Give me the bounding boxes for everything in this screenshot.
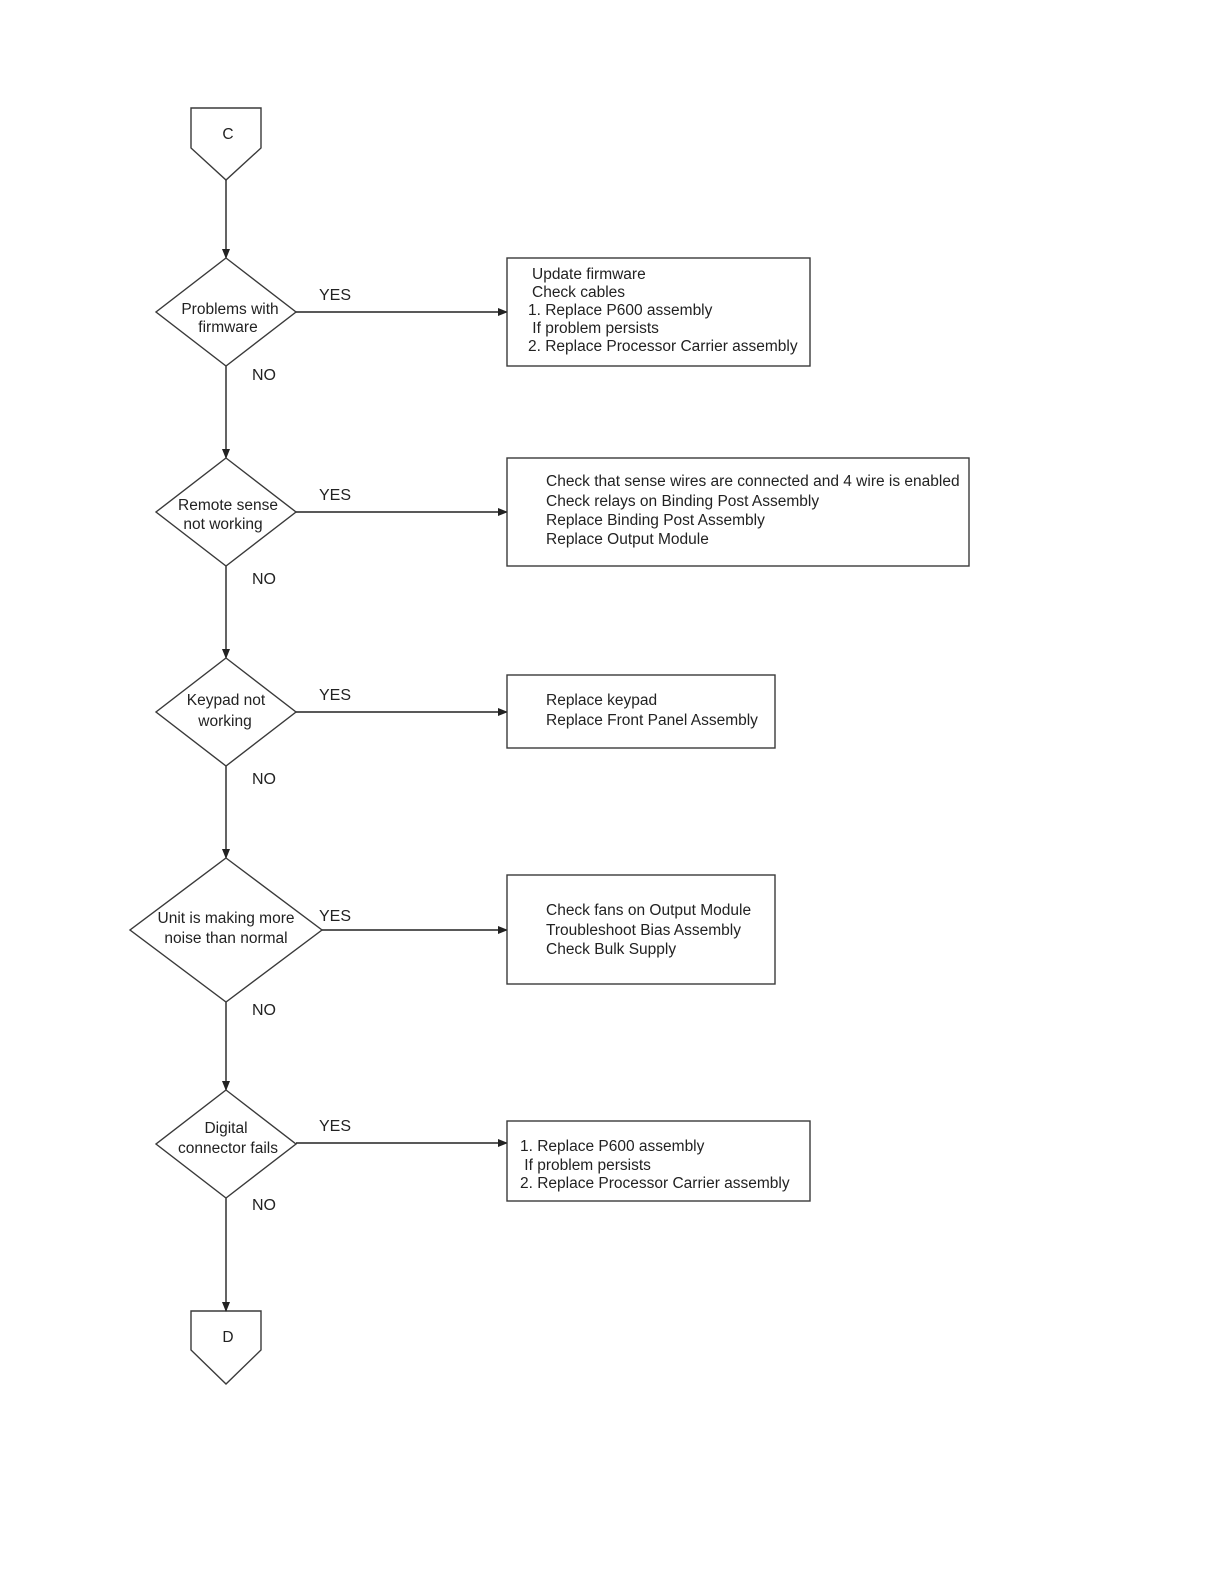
action-noise-line-1: Check fans on Output Module	[546, 902, 751, 919]
action-noise-line-3: Check Bulk Supply	[546, 941, 676, 958]
action-remote-sense: Check that sense wires are connected and…	[506, 457, 970, 567]
action-firmware-line-4: If problem persists	[528, 320, 659, 337]
decision-digital-line-1: Digital	[204, 1120, 247, 1137]
decision-firmware-line-1: Problems with	[181, 301, 278, 318]
action-firmware: Update firmware Check cables 1. Replace …	[506, 257, 811, 367]
no-label-keypad: NO	[252, 771, 276, 788]
action-noise-line-2: Troubleshoot Bias Assembly	[546, 922, 741, 939]
action-digital-box	[506, 1120, 811, 1202]
action-firmware-box	[506, 257, 811, 367]
decision-keypad-shape	[154, 657, 298, 767]
decision-firmware-line-2: firmware	[198, 319, 257, 336]
action-digital-line-2: If problem persists	[520, 1157, 651, 1174]
yes-label-remote-sense: YES	[319, 487, 351, 504]
action-firmware-line-2: Check cables	[532, 284, 625, 301]
yes-label-firmware: YES	[319, 287, 351, 304]
no-label-digital: NO	[252, 1197, 276, 1214]
decision-noise-line-1: Unit is making more	[158, 910, 295, 927]
connector-d-shape	[190, 1310, 262, 1385]
decision-keypad: Keypad not working YES NO	[154, 657, 508, 788]
decision-remote-sense-line-2: not working	[183, 516, 262, 533]
action-noise: Check fans on Output Module Troubleshoot…	[506, 874, 776, 985]
connector-d-label: D	[222, 1329, 233, 1346]
yes-label-noise: YES	[319, 908, 351, 925]
action-keypad-box	[506, 674, 776, 749]
action-keypad-line-1: Replace keypad	[546, 692, 657, 709]
action-keypad: Replace keypad Replace Front Panel Assem…	[506, 674, 776, 749]
no-label-firmware: NO	[252, 367, 276, 384]
decision-remote-sense-line-1: Remote sense	[178, 497, 278, 514]
decision-digital-shape	[154, 1089, 298, 1199]
no-label-noise: NO	[252, 1002, 276, 1019]
connector-c-shape	[190, 107, 262, 181]
action-firmware-line-5: 2. Replace Processor Carrier assembly	[528, 338, 798, 355]
action-remote-sense-line-1: Check that sense wires are connected and…	[546, 473, 960, 490]
action-digital: 1. Replace P600 assembly If problem pers…	[506, 1120, 811, 1202]
yes-label-keypad: YES	[319, 687, 351, 704]
action-firmware-line-3: 1. Replace P600 assembly	[528, 302, 713, 319]
connector-d: D	[190, 1310, 262, 1385]
action-remote-sense-line-2: Check relays on Binding Post Assembly	[546, 493, 819, 510]
decision-noise-shape	[128, 857, 324, 1003]
action-firmware-line-1: Update firmware	[532, 266, 646, 283]
yes-label-digital: YES	[319, 1118, 351, 1135]
connector-c: C	[190, 107, 262, 181]
action-remote-sense-line-3: Replace Binding Post Assembly	[546, 512, 765, 529]
action-remote-sense-line-4: Replace Output Module	[546, 531, 709, 548]
action-noise-box	[506, 874, 776, 985]
decision-keypad-line-2: working	[197, 713, 251, 730]
action-digital-line-1: 1. Replace P600 assembly	[520, 1138, 705, 1155]
decision-digital: Digital connector fails YES NO	[154, 1089, 508, 1214]
action-keypad-line-2: Replace Front Panel Assembly	[546, 712, 758, 729]
decision-noise: Unit is making more noise than normal YE…	[128, 857, 508, 1019]
no-label-remote-sense: NO	[252, 571, 276, 588]
decision-keypad-line-1: Keypad not	[187, 692, 266, 709]
action-remote-sense-box	[506, 457, 970, 567]
connector-c-label: C	[222, 126, 233, 143]
decision-digital-line-2: connector fails	[178, 1140, 278, 1157]
decision-remote-sense-shape	[154, 457, 298, 567]
action-digital-line-3: 2. Replace Processor Carrier assembly	[520, 1175, 790, 1192]
decision-noise-line-2: noise than normal	[164, 930, 287, 947]
decision-firmware-shape	[154, 257, 298, 367]
decision-remote-sense: Remote sense not working YES NO	[154, 457, 508, 588]
decision-firmware: Problems with firmware YES NO	[154, 257, 508, 384]
